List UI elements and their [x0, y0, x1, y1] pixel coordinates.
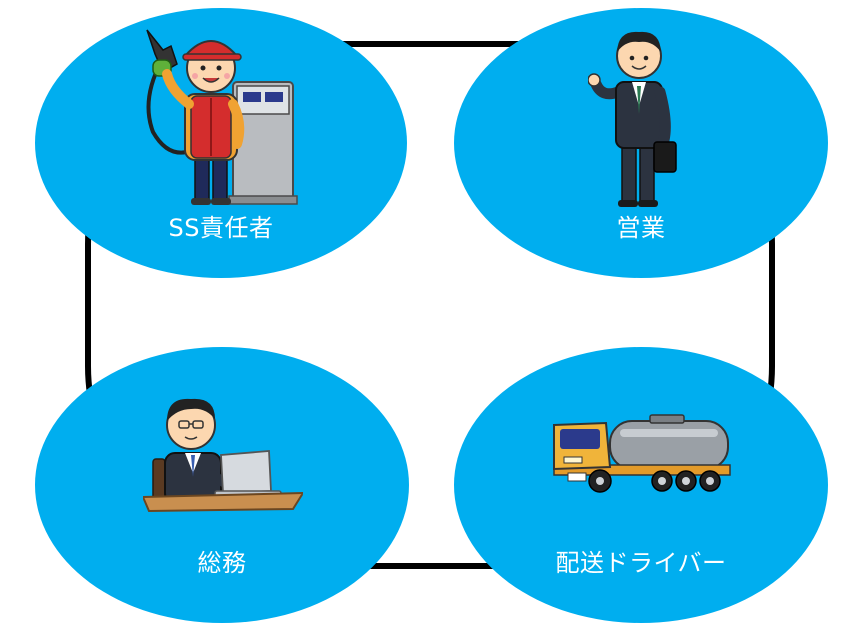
- role-label: SS責任者: [168, 214, 274, 242]
- businessman-icon: [588, 31, 677, 207]
- role-sales: 営業: [454, 8, 828, 278]
- gas-station-attendant-icon: [146, 29, 298, 205]
- role-admin: 総務: [35, 347, 409, 623]
- role-label: 総務: [197, 549, 247, 577]
- tanker-truck-icon: [553, 414, 731, 493]
- office-worker-laptop-icon: [143, 398, 303, 513]
- role-label: 営業: [616, 214, 666, 242]
- role-driver: 配送ドライバー: [454, 347, 828, 623]
- role-label: 配送ドライバー: [555, 549, 727, 577]
- role-ss-manager: SS責任者: [35, 8, 407, 278]
